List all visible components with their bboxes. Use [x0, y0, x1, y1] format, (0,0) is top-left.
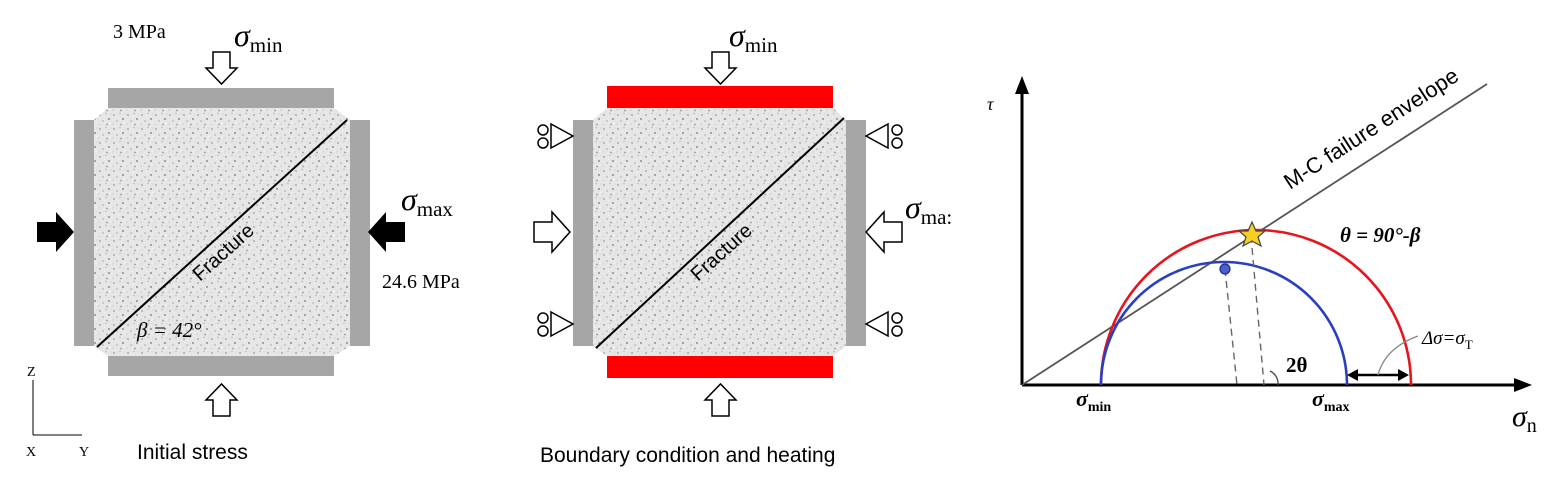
- failure-dashed-line: [1250, 235, 1265, 386]
- two-theta-arc: [1269, 370, 1279, 386]
- sigma-n-axis-arrowhead-icon: [1514, 378, 1532, 392]
- envelope-label: M-C failure envelope: [1279, 63, 1463, 195]
- right-compression-arrow-icon: [864, 210, 903, 254]
- top-platen: [108, 88, 334, 108]
- failure-point-star-icon: [1237, 220, 1267, 248]
- left-platen: [74, 120, 94, 346]
- left-roller-support-icon: [537, 122, 575, 338]
- boundary-condition-panel: σmin Fracture σma: Bounda: [533, 17, 952, 467]
- z-axis-label: Z: [27, 365, 36, 380]
- y-axis-label: Y: [79, 445, 89, 460]
- right-platen: [846, 120, 866, 346]
- bottom-platen: [108, 356, 334, 376]
- granite-specimen: [593, 108, 846, 356]
- beta-angle-label: β = 42°: [136, 318, 202, 342]
- tau-axis-arrowhead-icon: [1015, 76, 1029, 94]
- tangent-dashed-line: [1224, 268, 1238, 386]
- top-heating-platen: [607, 86, 833, 108]
- compression-arrow-up-icon: [703, 382, 738, 417]
- delta-arrowhead-right-icon: [1398, 369, 1409, 381]
- granite-specimen: [94, 108, 350, 356]
- compression-arrow-down-icon: [204, 51, 239, 86]
- left-compression-arrow-icon: [533, 210, 572, 254]
- fracture-line: [595, 117, 845, 349]
- sigma-max-axis-label: σmax: [1312, 386, 1350, 415]
- delta-sigma-label: Δσ=σT: [1421, 328, 1473, 352]
- fracture-line: [96, 119, 348, 348]
- sigma-min-label: σmin: [729, 17, 778, 57]
- coordinate-axes: Z X Y: [26, 365, 89, 460]
- x-axis-label: X: [26, 445, 36, 460]
- delta-leader-line: [1377, 335, 1419, 376]
- left-platen: [573, 120, 593, 346]
- initial-stress-panel: 3 MPa σmin Fracture β = 42° σmax 24.6 MP…: [26, 17, 460, 464]
- sigma-max-label-clipped: σma:: [905, 189, 952, 229]
- sigma-n-axis-label: σn: [1512, 400, 1537, 437]
- delta-arrowhead-left-icon: [1347, 369, 1358, 381]
- tau-axis-label: τ: [987, 94, 994, 114]
- heated-mohr-circle: [1099, 228, 1413, 386]
- top-load-label: 3 MPa: [113, 21, 166, 43]
- right-roller-support-icon: [864, 122, 903, 338]
- bottom-heating-platen: [607, 356, 833, 378]
- initial-stress-caption: Initial stress: [137, 441, 248, 464]
- two-theta-label: 2θ: [1286, 353, 1308, 377]
- initial-mohr-circle: [1099, 260, 1349, 386]
- right-compression-arrow-icon: [368, 212, 405, 252]
- side-load-label: 24.6 MPa: [382, 271, 460, 293]
- left-compression-arrow-icon: [37, 212, 74, 252]
- sigma-max-label: σmax: [401, 181, 453, 221]
- sigma-min-label: σmin: [234, 17, 283, 57]
- mohr-circle-panel: τ σn M-C failure envelope 2θ θ = 90°-β Δ…: [987, 63, 1537, 437]
- compression-arrow-up-icon: [204, 382, 239, 417]
- compression-arrow-down-icon: [703, 51, 738, 86]
- sigma-min-axis-label: σmin: [1076, 386, 1111, 415]
- boundary-condition-caption: Boundary condition and heating: [540, 444, 835, 467]
- theta-equation-label: θ = 90°-β: [1340, 223, 1421, 247]
- tangent-point-marker: [1219, 263, 1231, 275]
- right-platen: [350, 120, 370, 346]
